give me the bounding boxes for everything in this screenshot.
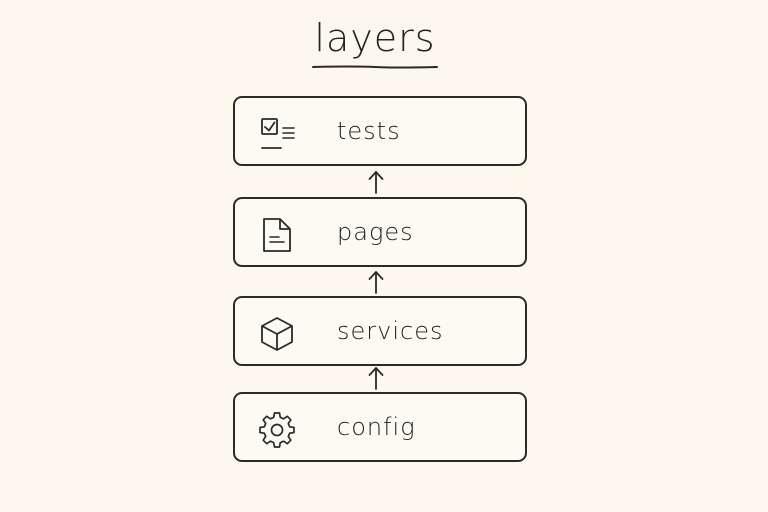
layer-label-pages: pages bbox=[337, 218, 414, 246]
layer-label-tests: tests bbox=[337, 117, 401, 145]
gear-icon bbox=[259, 412, 295, 448]
document-icon bbox=[263, 218, 291, 252]
layer-box-services: services bbox=[233, 296, 527, 366]
arrow-up-icon bbox=[368, 271, 384, 294]
diagram-title: layers bbox=[314, 16, 436, 60]
layer-box-tests: tests bbox=[233, 96, 527, 166]
layer-label-config: config bbox=[337, 413, 416, 441]
checklist-icon bbox=[261, 118, 295, 149]
arrow-up-icon bbox=[368, 367, 384, 390]
layer-box-config: config bbox=[233, 392, 527, 462]
arrow-up-icon bbox=[368, 171, 384, 194]
layer-box-pages: pages bbox=[233, 197, 527, 267]
cube-icon bbox=[261, 317, 293, 351]
title-underline bbox=[312, 65, 438, 69]
layer-label-services: services bbox=[337, 317, 444, 345]
diagram-title-block: layers bbox=[312, 12, 438, 70]
